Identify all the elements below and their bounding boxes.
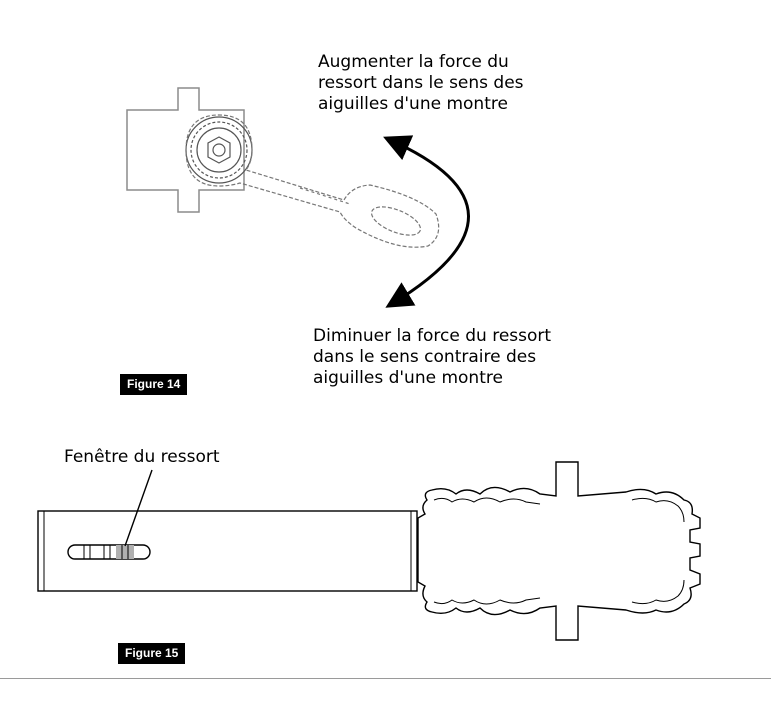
increase-line-2: ressort dans le sens des xyxy=(318,73,524,93)
spring-adjust-nut xyxy=(185,116,253,184)
spring-window xyxy=(67,544,151,560)
decrease-line-1: Diminuer la force du ressort xyxy=(313,326,552,346)
rotation-arrow xyxy=(383,135,470,308)
figure-15-label: Figure 15 xyxy=(118,643,186,664)
increase-line-1: Augmenter la force du xyxy=(318,52,509,72)
spring-window-label: Fenêtre du ressort xyxy=(64,447,220,467)
decrease-line-3: aiguilles d'une montre xyxy=(313,368,503,388)
page-divider xyxy=(0,678,771,679)
actuator-housing-outline xyxy=(417,461,701,641)
actuator-body-outline xyxy=(126,87,245,213)
decrease-force-text: Diminuer la force du ressort dans le sen… xyxy=(313,326,551,389)
housing-inner-detail xyxy=(433,497,685,605)
decrease-line-2: dans le sens contraire des xyxy=(313,347,537,367)
figure-14-label: Figure 14 xyxy=(120,374,188,395)
increase-line-3: aiguilles d'une montre xyxy=(318,94,508,114)
increase-force-text: Augmenter la force du ressort dans le se… xyxy=(318,52,524,115)
window-pointer-line xyxy=(124,469,153,547)
wrench-icon xyxy=(185,114,440,248)
cylinder-body xyxy=(37,510,418,592)
